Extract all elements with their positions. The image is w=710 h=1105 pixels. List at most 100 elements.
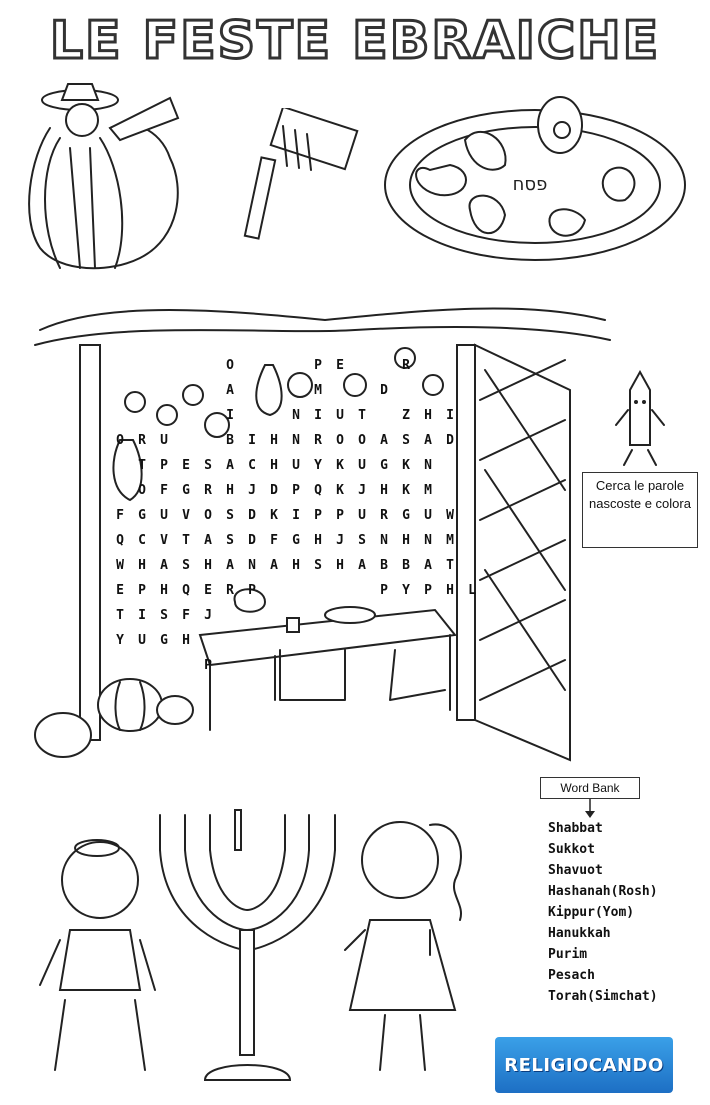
grid-letter: T	[138, 458, 146, 473]
grid-letter: K	[336, 458, 344, 473]
grid-letter: J	[204, 608, 212, 623]
grid-letter: N	[424, 458, 432, 473]
grid-letter: G	[380, 458, 388, 473]
page-title: LE FESTE EBRAICHE	[48, 10, 659, 73]
grid-letter: W	[116, 558, 124, 573]
grid-letter: N	[292, 408, 300, 423]
grid-letter: N	[292, 433, 300, 448]
grid-letter: D	[248, 508, 256, 523]
grid-letter: F	[182, 608, 190, 623]
grid-letter: Z	[402, 408, 410, 423]
grid-letter: B	[402, 558, 410, 573]
sukkah-illustration	[34, 307, 611, 762]
logo-text: RELIGIOCANDO	[504, 1055, 664, 1076]
grid-letter: H	[204, 558, 212, 573]
grid-letter: U	[358, 508, 366, 523]
word-bank-item: Purim	[548, 947, 588, 962]
grid-letter: P	[204, 658, 212, 673]
plate-hebrew-text: פסח	[513, 174, 548, 195]
grid-letter: H	[226, 483, 234, 498]
grid-letter: K	[270, 508, 278, 523]
grid-letter: P	[138, 583, 146, 598]
instructions-text: Cerca le parole nascoste e colora	[589, 478, 691, 511]
grid-letter: C	[138, 533, 146, 548]
grid-letter: J	[336, 533, 344, 548]
grid-letter: I	[314, 408, 322, 423]
grid-letter: A	[160, 558, 168, 573]
grid-letter: S	[226, 533, 234, 548]
grid-letter: C	[248, 458, 256, 473]
grid-letter: N	[248, 558, 256, 573]
grid-letter: G	[138, 508, 146, 523]
grid-letter: O	[138, 483, 146, 498]
grid-letter: P	[248, 583, 256, 598]
word-bank-item: Hanukkah	[548, 926, 611, 941]
grid-letter: G	[402, 508, 410, 523]
grid-letter: B	[380, 558, 388, 573]
grid-letter: U	[336, 408, 344, 423]
word-bank-item: Shavuot	[548, 863, 603, 878]
grid-letter: O	[358, 433, 366, 448]
grid-letter: H	[314, 533, 322, 548]
shofar-illustration	[28, 83, 180, 270]
grid-letter: S	[226, 508, 234, 523]
grid-letter: F	[160, 483, 168, 498]
grid-letter: P	[292, 483, 300, 498]
grid-letter: P	[336, 508, 344, 523]
word-bank-item: Shabbat	[548, 821, 603, 836]
grid-letter: P	[314, 508, 322, 523]
grid-letter: T	[358, 408, 366, 423]
grid-letter: R	[138, 433, 146, 448]
grid-letter: F	[270, 533, 278, 548]
grid-letter: H	[182, 633, 190, 648]
grid-letter: Y	[116, 633, 124, 648]
word-bank-item: Hashanah(Rosh)	[548, 884, 658, 899]
grid-letter: L	[468, 583, 476, 598]
word-bank-item: Sukkot	[548, 842, 595, 857]
grid-letter: T	[116, 608, 124, 623]
grid-letter: H	[292, 558, 300, 573]
grid-letter: H	[138, 558, 146, 573]
grid-letter: D	[380, 383, 388, 398]
pencil-character-illustration	[615, 370, 665, 466]
grid-letter: H	[270, 458, 278, 473]
word-bank-list: Shabbat Sukkot Shavuot Hashanah(Rosh) Ki…	[548, 818, 658, 1007]
grid-letter: I	[248, 433, 256, 448]
grid-letter: J	[358, 483, 366, 498]
grid-letter: K	[402, 458, 410, 473]
grid-letter: T	[446, 558, 454, 573]
grid-letter: K	[402, 483, 410, 498]
kids-menorah-illustration	[39, 809, 463, 1081]
grid-letter: T	[182, 533, 190, 548]
grid-letter: D	[270, 483, 278, 498]
grid-letter: G	[292, 533, 300, 548]
grid-letter: N	[424, 533, 432, 548]
religiocando-logo: RELIGIOCANDO	[495, 1037, 673, 1093]
grid-letter: M	[314, 383, 322, 398]
grid-letter: O	[226, 358, 234, 373]
grid-letter: D	[248, 533, 256, 548]
grid-letter: I	[292, 508, 300, 523]
grid-letter: G	[182, 483, 190, 498]
grid-letter: B	[226, 433, 234, 448]
grid-letter: R	[226, 583, 234, 598]
grid-letter: Q	[116, 533, 124, 548]
word-bank-item: Pesach	[548, 968, 595, 983]
grid-letter: H	[160, 583, 168, 598]
grid-letter: H	[424, 408, 432, 423]
grid-letter: M	[446, 533, 454, 548]
grid-letter: W	[446, 508, 454, 523]
word-bank-label: Word Bank	[560, 781, 620, 795]
grid-letter: M	[424, 483, 432, 498]
grid-letter: S	[182, 558, 190, 573]
grid-letter: U	[292, 458, 300, 473]
grid-letter: H	[402, 533, 410, 548]
grid-letter: Q	[182, 583, 190, 598]
grid-letter: U	[160, 433, 168, 448]
grid-letter: U	[424, 508, 432, 523]
seder-plate-illustration: פסח	[384, 96, 686, 261]
grid-letter: S	[160, 608, 168, 623]
grid-letter: O	[204, 508, 212, 523]
grid-letter: R	[402, 358, 410, 373]
grid-letter: A	[226, 383, 234, 398]
